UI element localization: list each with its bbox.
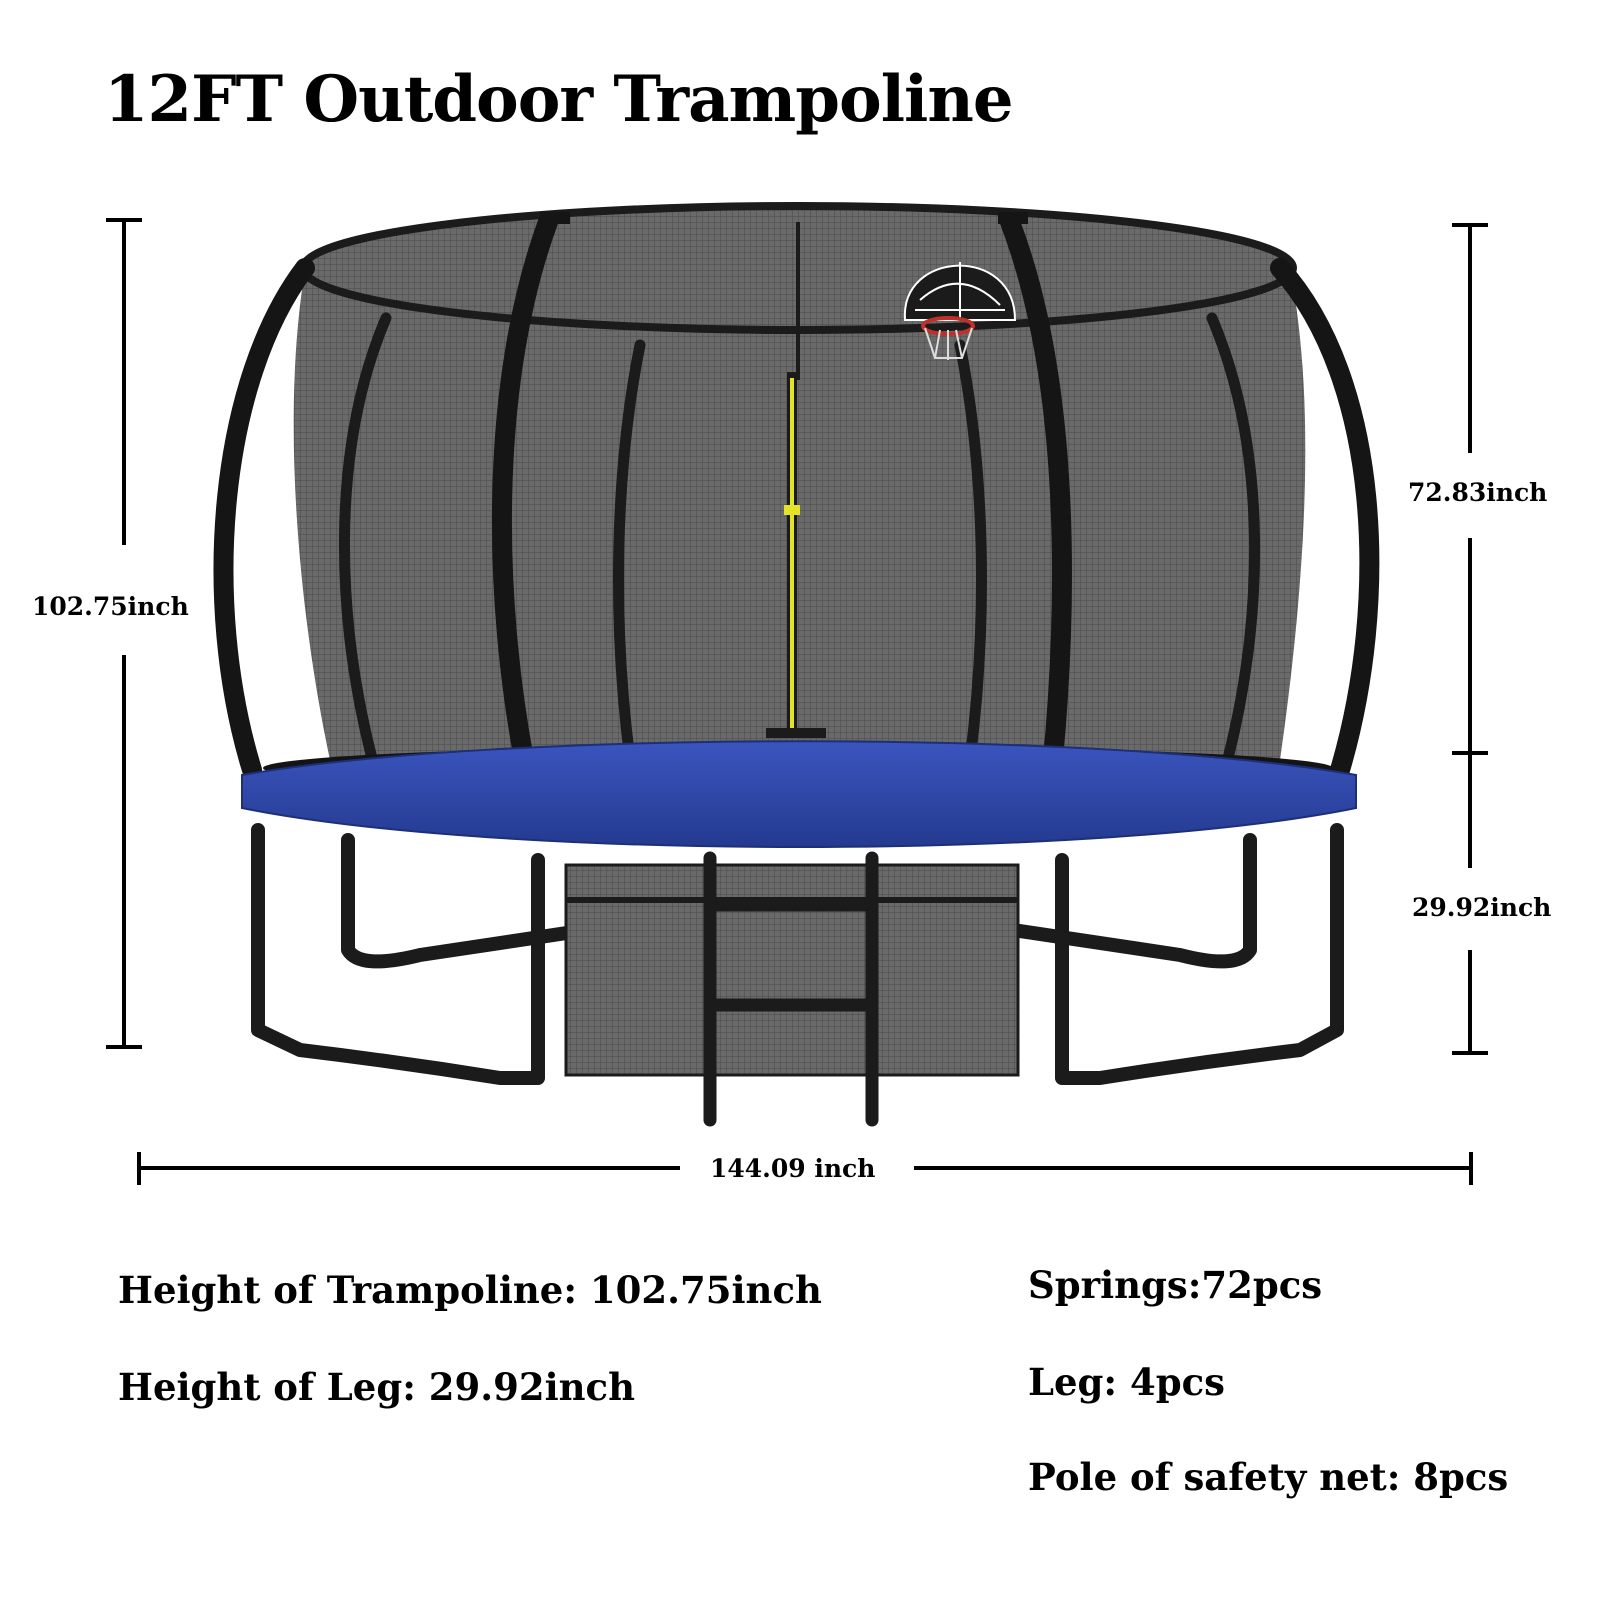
zipper-base	[766, 728, 826, 738]
back-pole-1	[339, 312, 392, 776]
leg-2	[1055, 823, 1344, 1085]
leg-2-rear	[965, 833, 1257, 969]
spec-pole: Pole of safety net: 8pcs	[1028, 1455, 1509, 1499]
spec-springs: Springs:72pcs	[1028, 1263, 1323, 1307]
net-height-label: 72.83inch	[1408, 478, 1548, 507]
ladder	[703, 851, 879, 1127]
under-net	[564, 863, 1020, 1077]
front-pole-1	[213, 258, 315, 780]
page-title: 12FT Outdoor Trampoline	[104, 62, 1014, 137]
dimension-lines	[106, 218, 1488, 1185]
zipper-pull	[784, 505, 800, 515]
hoop-net	[924, 327, 973, 360]
spec-height-of-leg: Height of Leg: 29.92inch	[118, 1365, 635, 1409]
front-pole-2	[491, 212, 558, 800]
front-pole-4	[1270, 258, 1380, 780]
back-pole-4	[1206, 312, 1261, 776]
leg-height-label: 29.92inch	[1412, 893, 1552, 922]
legs	[251, 823, 1344, 1085]
back-pole-3	[954, 339, 987, 766]
spec-height-of-trampoline: Height of Trampoline: 102.75inch	[118, 1268, 822, 1312]
front-pole-3	[1000, 212, 1072, 800]
spec-leg: Leg: 4pcs	[1028, 1360, 1225, 1404]
basketball-hoop	[903, 262, 1017, 360]
back-pole-2	[613, 339, 646, 766]
leg-1	[251, 823, 545, 1085]
total-height-label: 102.75inch	[32, 592, 189, 621]
leg-1-rear	[341, 833, 637, 969]
front-poles	[213, 212, 1380, 800]
width-label: 144.09 inch	[710, 1154, 876, 1183]
safety-net	[293, 202, 1306, 776]
spring-pad	[241, 740, 1357, 848]
